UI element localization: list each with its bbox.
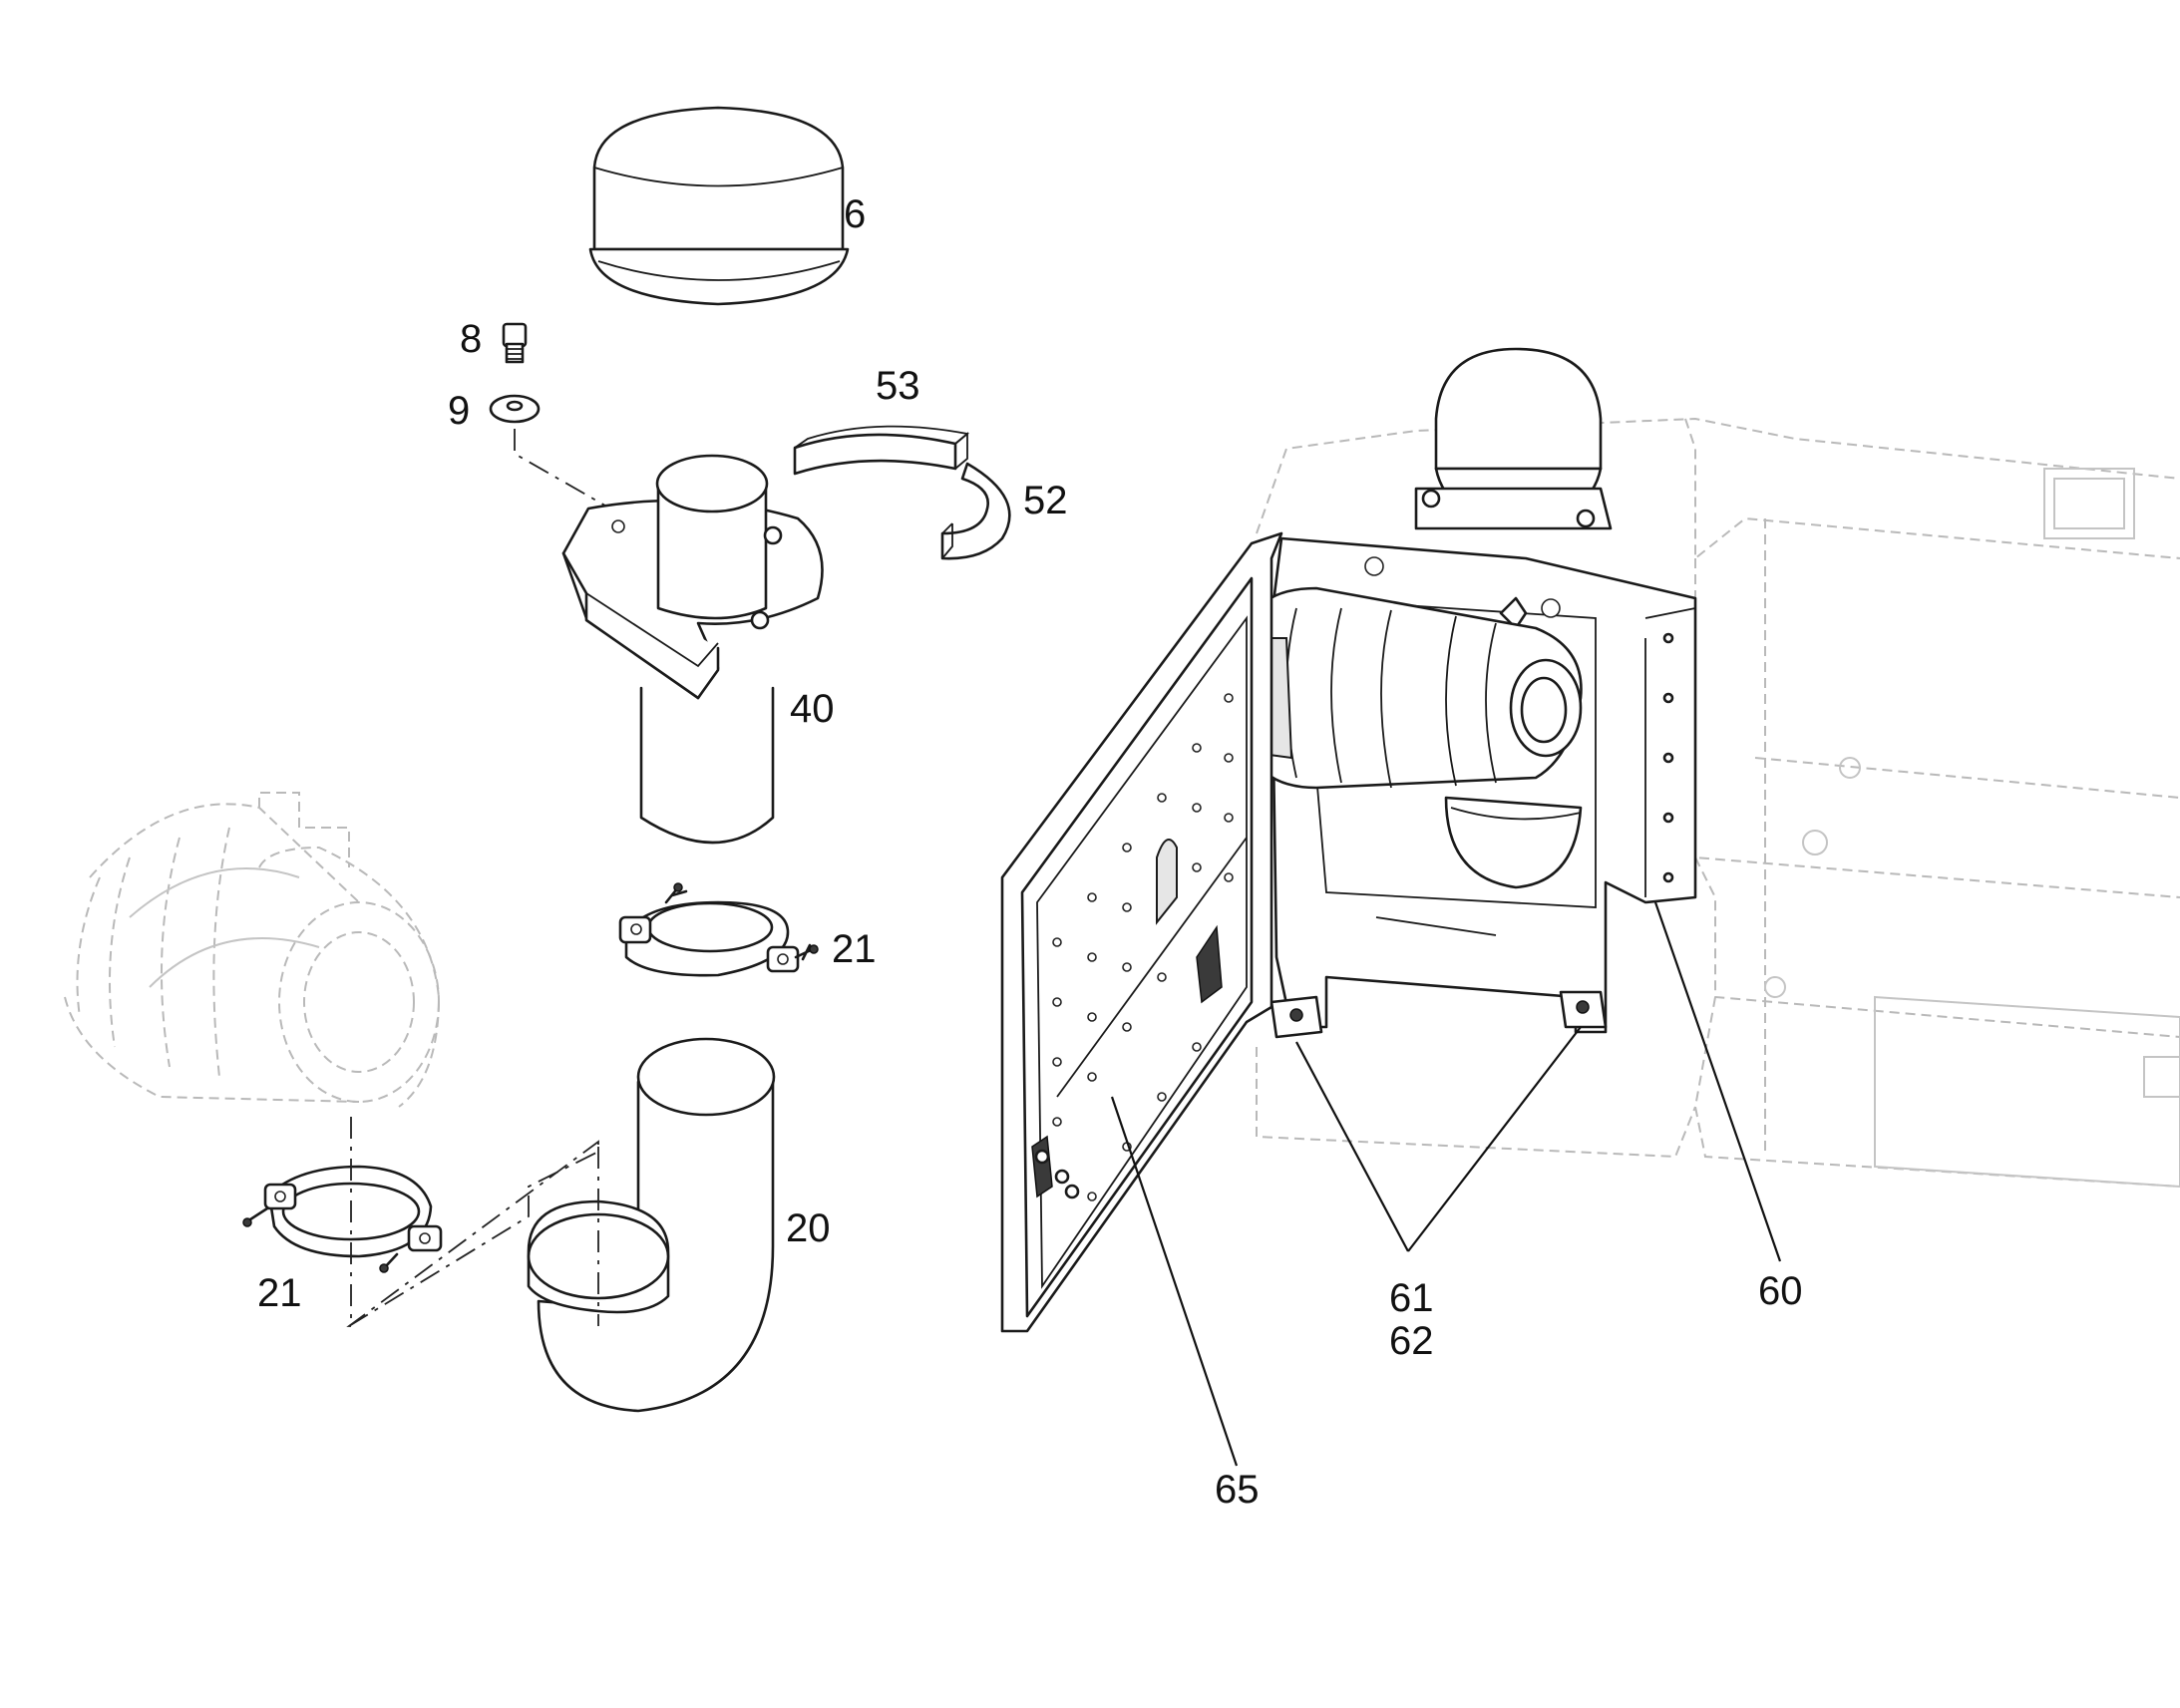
callout-60: 60 [1758, 1269, 1803, 1313]
callout-40: 40 [790, 687, 835, 731]
leader-lines [1110, 901, 1782, 1467]
elbow-part-20 [527, 1037, 776, 1413]
phantom-air-filter [64, 792, 441, 1108]
mounted-filter-assembly [1245, 347, 1697, 1039]
callout-61: 61 [1389, 1276, 1434, 1320]
callout-8: 8 [460, 317, 482, 361]
stack-pipe-part-40 [561, 454, 824, 845]
door-holes [1052, 693, 1234, 1201]
callout-65: 65 [1215, 1468, 1260, 1512]
callout-52: 52 [1023, 479, 1068, 522]
callout-53: 53 [876, 364, 920, 408]
rain-cap-part-6 [588, 106, 850, 306]
callout-21-right: 21 [832, 927, 877, 971]
callout-62: 62 [1389, 1319, 1434, 1363]
clamp-part-21-left [242, 1165, 443, 1273]
bolt-part-8 [502, 322, 528, 364]
callout-6: 6 [844, 192, 866, 236]
callout-21-left: 21 [257, 1271, 302, 1315]
clamp-part-21-right [618, 882, 819, 977]
side-centerline [348, 1151, 599, 1327]
washer-centerline [514, 429, 611, 533]
access-door-part-65 [1000, 531, 1283, 1333]
callout-20: 20 [786, 1206, 831, 1250]
callout-9: 9 [448, 389, 470, 433]
washer-part-9 [489, 394, 541, 424]
seal-part-52 [940, 462, 1011, 560]
seal-part-53 [793, 425, 970, 476]
